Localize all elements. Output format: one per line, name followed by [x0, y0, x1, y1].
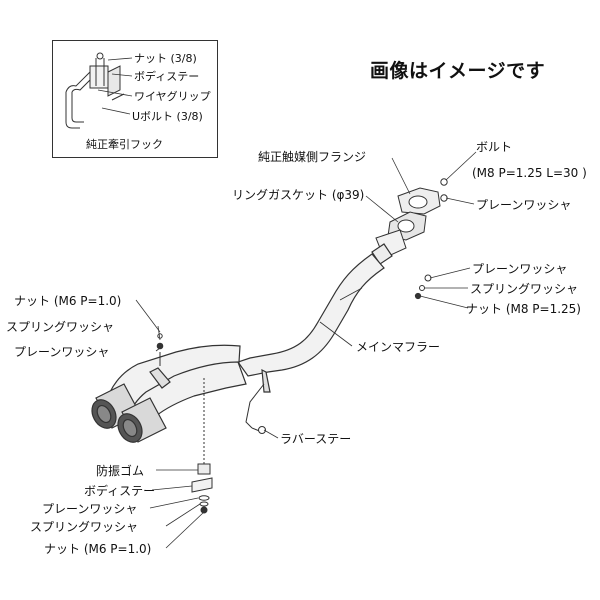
label-ring-gasket: リングガスケット (φ39): [232, 188, 365, 202]
tow-hook-detail-drawing: [65, 52, 125, 129]
inset-label-u-bolt: Uボルト (3/8): [132, 110, 203, 123]
label-rubber-damper: 防振ゴム: [96, 464, 145, 478]
inset-label-wire-grip: ワイヤグリップ: [134, 90, 211, 103]
label-bolt: ボルト: [476, 140, 513, 154]
label-plain-washer-mid: プレーンワッシャ: [472, 262, 568, 276]
callout-leader-lines: [135, 151, 477, 549]
label-spring-washer-mid: スプリングワッシャ: [470, 282, 579, 296]
right-washer-stack: [414, 274, 432, 300]
label-spring-washer-bottom: スプリングワッシャ: [30, 520, 139, 534]
inset-leader-lines: [97, 57, 133, 115]
main-pipe: [237, 243, 393, 377]
label-bolt-spec: (M8 P=1.25 L=30 ): [472, 166, 587, 180]
image-disclaimer: 画像はイメージです: [370, 60, 546, 82]
inset-label-tow-hook: 純正牽引フック: [86, 138, 163, 151]
label-nut-m6-left: ナット (M6 P=1.0): [14, 294, 122, 308]
hanger-brackets: [156, 333, 266, 434]
label-body-stay: ボディステー: [84, 484, 156, 498]
tailpipe-tips: [91, 383, 167, 443]
lower-hardware-stack: [191, 378, 213, 514]
label-rubber-stay: ラバーステー: [280, 432, 352, 446]
label-nut-m8: ナット (M8 P=1.25): [466, 302, 581, 316]
label-plain-washer-bottom: プレーンワッシャ: [42, 502, 138, 516]
label-spring-washer-left: スプリングワッシャ: [6, 320, 115, 334]
label-catalyst-flange: 純正触媒側フランジ: [258, 150, 367, 164]
label-main-muffler: メインマフラー: [356, 340, 441, 354]
front-flange-assembly: [375, 178, 448, 259]
label-plain-washer-left: プレーンワッシャ: [14, 345, 110, 359]
inset-label-nut: ナット (3/8): [134, 52, 197, 65]
tow-hook-inset-box: [52, 40, 218, 158]
label-nut-m6-bottom: ナット (M6 P=1.0): [44, 542, 152, 556]
label-plain-washer-top: プレーンワッシャ: [476, 198, 572, 212]
inset-label-body-stay: ボディステー: [134, 70, 200, 83]
